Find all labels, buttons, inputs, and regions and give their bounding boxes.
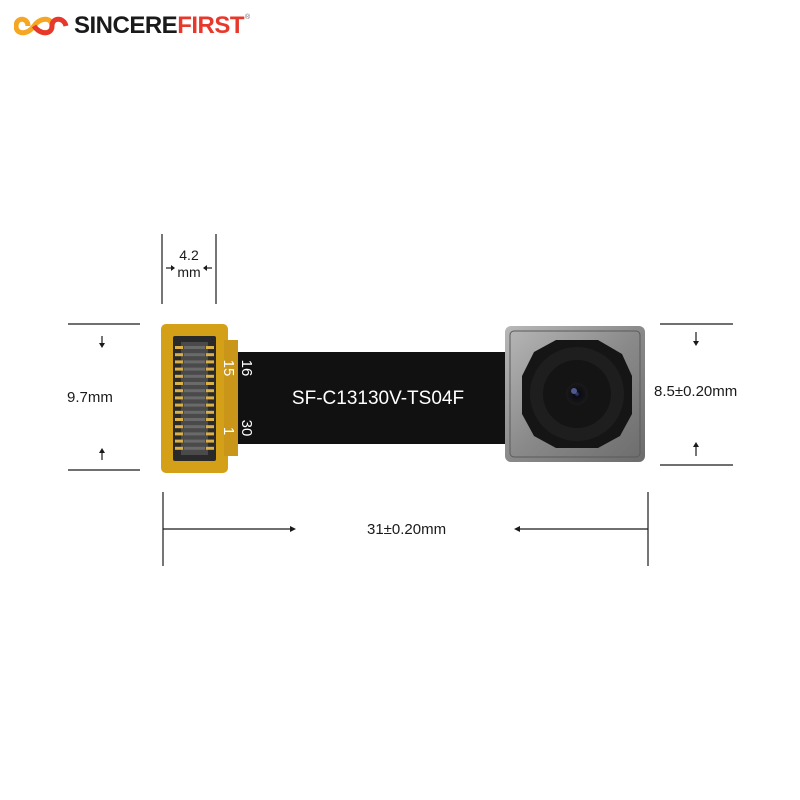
connector-contact	[184, 432, 205, 436]
dim-connector-height	[68, 323, 140, 471]
registered-mark: ®	[245, 14, 251, 21]
connector-pin-left	[175, 418, 183, 421]
connector-contact	[184, 367, 205, 371]
dim-total-length	[162, 492, 649, 566]
connector-contact	[184, 439, 205, 443]
connector-pin-right	[206, 396, 214, 400]
connector-contact	[184, 353, 205, 357]
connector-pin-left	[175, 367, 183, 371]
connector-pin-right	[206, 382, 214, 385]
dim-connector-width-value: 4.2	[179, 247, 199, 263]
connector-pin-left	[175, 360, 183, 364]
connector-pin-right	[206, 425, 214, 429]
connector-contact	[184, 418, 205, 421]
dim-total-length-label: 31±0.20mm	[367, 521, 447, 538]
connector-contact	[184, 425, 205, 429]
connector-pin-left	[175, 346, 183, 349]
connector-pin-left	[175, 403, 183, 407]
lens-glass	[566, 383, 588, 405]
model-label: SF-C13130V-TS04F	[292, 388, 464, 409]
connector-contact	[184, 382, 205, 385]
connector-contact	[184, 410, 205, 414]
brand-logo-icon	[14, 16, 69, 36]
connector-pin-left	[175, 446, 183, 450]
connector-pin-left	[175, 396, 183, 400]
connector-pin-right	[206, 410, 214, 414]
connector-pin-right	[206, 389, 214, 393]
pin-label-1: 1	[220, 427, 237, 435]
connector-pin-right	[206, 432, 214, 436]
dim-camera-height	[660, 323, 733, 466]
connector-contact	[184, 374, 205, 378]
dim-connector-width	[161, 234, 217, 304]
connector-pin-right	[206, 403, 214, 407]
brand-logo: SINCEREFIRST ®	[14, 8, 250, 44]
dim-connector-width-label: 4.2 mm	[169, 247, 209, 281]
connector-contact	[184, 446, 205, 450]
connector-pin-right	[206, 418, 214, 421]
connector-pin-left	[175, 374, 183, 378]
connector-pin-right	[206, 353, 214, 357]
connector-board-edge	[224, 340, 238, 456]
connector-pin-right	[206, 360, 214, 364]
connector-pin-right	[206, 367, 214, 371]
dim-camera-height-label: 8.5±0.20mm	[654, 383, 738, 400]
pin-label-16: 16	[238, 360, 255, 377]
dim-connector-width-unit: mm	[177, 264, 201, 280]
connector-contact	[184, 346, 205, 349]
flex-cable	[215, 352, 510, 444]
connector-pin-right	[206, 439, 214, 443]
connector-pin-left	[175, 382, 183, 385]
connector-pin-left	[175, 353, 183, 357]
connector-contact	[184, 360, 205, 364]
connector-pin-right	[206, 374, 214, 378]
connector-pin-left	[175, 439, 183, 443]
camera-housing-edge	[509, 330, 641, 458]
connector-pin-left	[175, 425, 183, 429]
pin-label-15: 15	[220, 360, 237, 377]
pin-label-30: 30	[238, 420, 255, 437]
connector-pin-right	[206, 446, 214, 450]
connector-contact	[184, 396, 205, 400]
brand-name: SINCEREFIRST	[74, 12, 245, 39]
connector-pin-left	[175, 432, 183, 436]
connector-contact	[184, 403, 205, 407]
lens-glare	[571, 388, 577, 394]
dim-connector-height-label: 9.7mm	[67, 389, 113, 406]
connector-contact	[184, 389, 205, 393]
connector-pin-right	[206, 346, 214, 349]
connector-pin-left	[175, 410, 183, 414]
connector-pins	[175, 346, 214, 450]
connector-pin-left	[175, 389, 183, 393]
